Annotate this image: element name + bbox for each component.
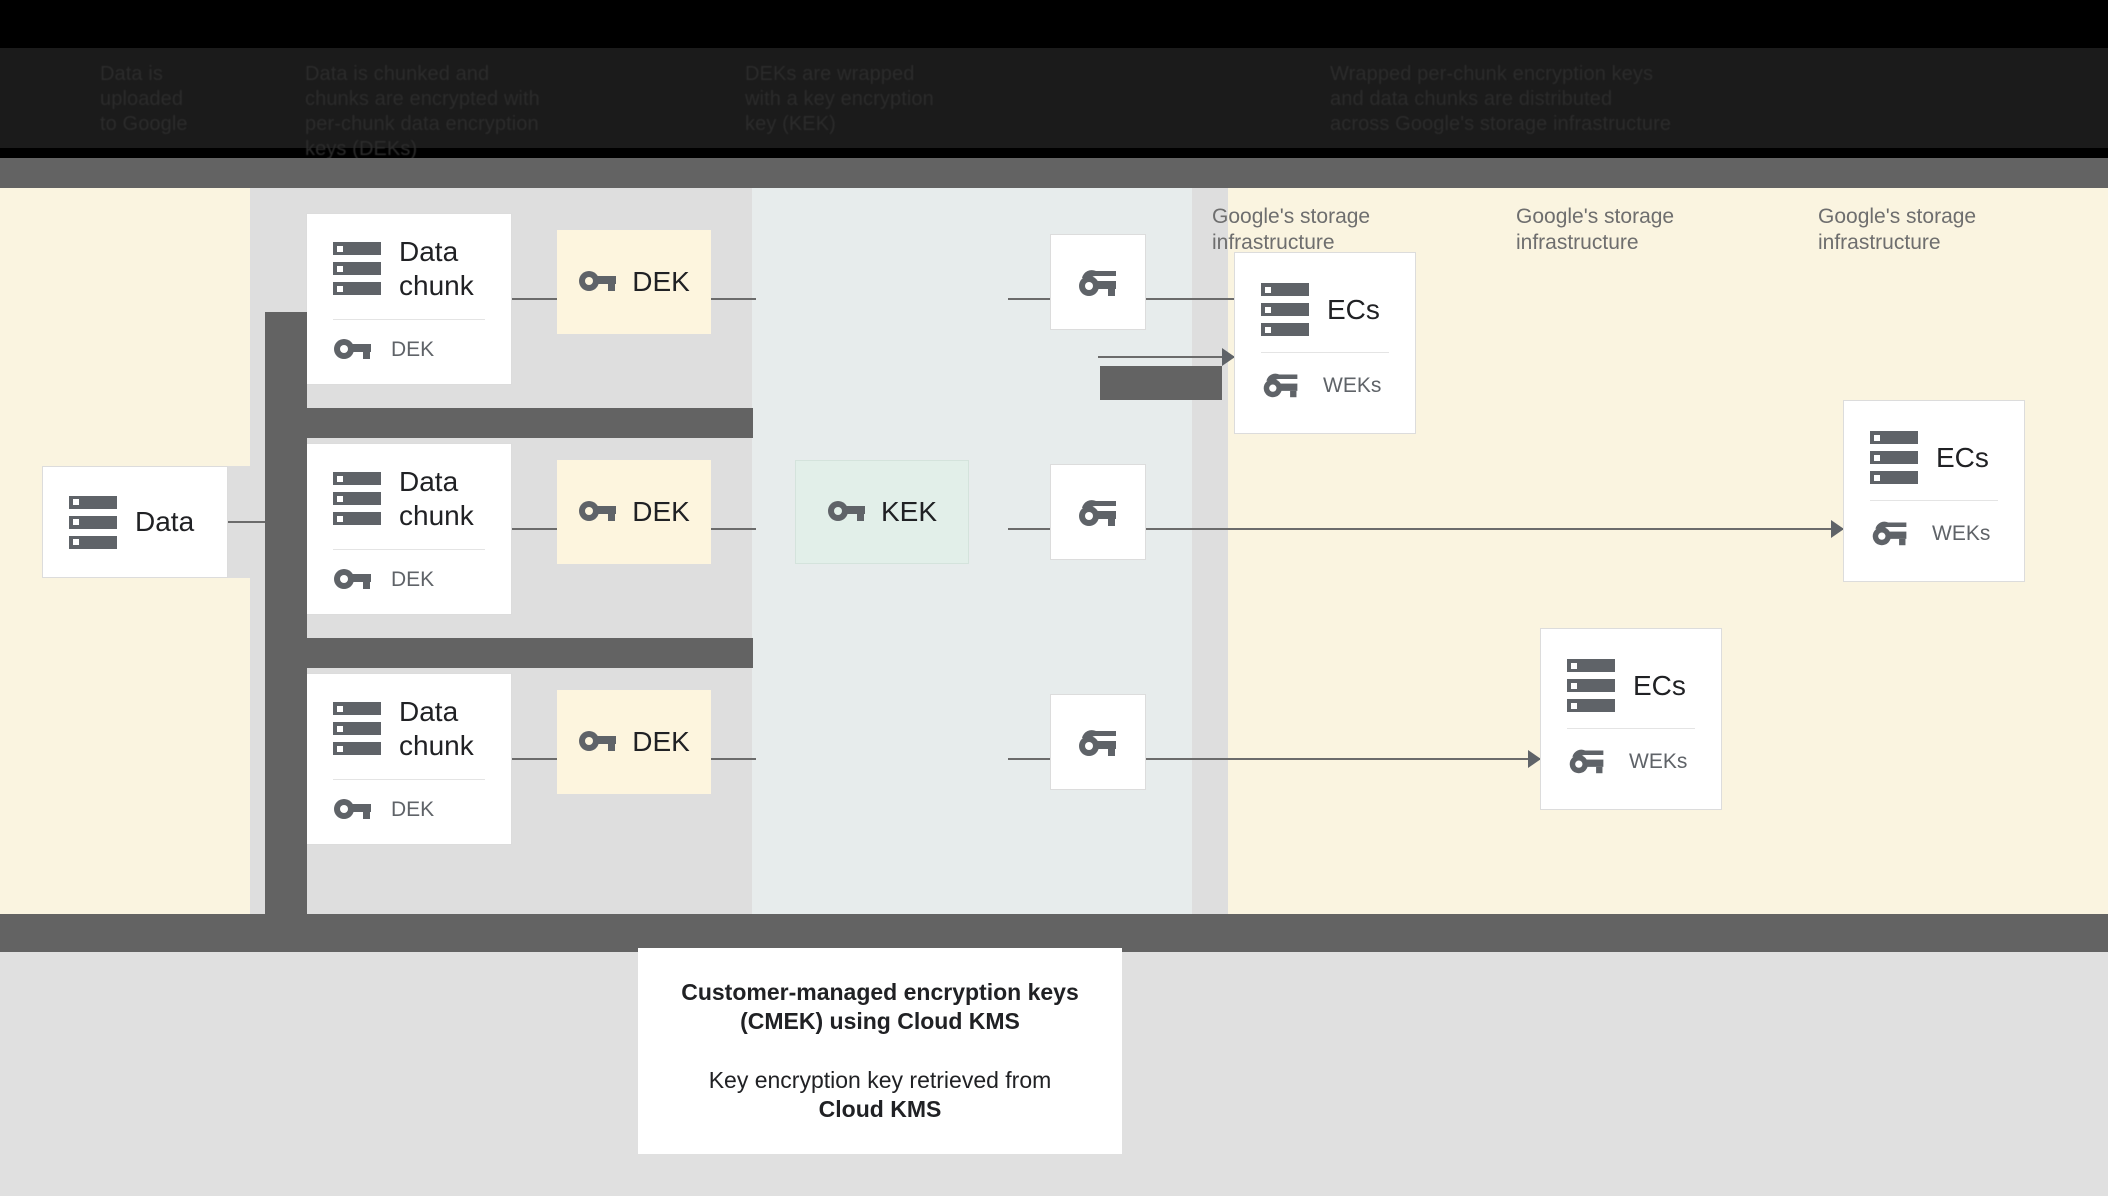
key-icon — [333, 796, 373, 824]
storage-label-1: Google's storage infrastructure — [1212, 205, 1371, 254]
wrapped-key-icon — [1567, 745, 1611, 779]
band-wrapped-keys — [1192, 178, 1228, 914]
divider — [1567, 728, 1695, 729]
key-icon — [827, 498, 867, 526]
divider — [1870, 500, 1998, 501]
node-kek[interactable]: KEK — [795, 460, 969, 564]
connector-dek1-out — [711, 298, 756, 300]
connector-wek1-ecs1-drop — [1098, 356, 1234, 358]
connector-chunk3-dek3 — [512, 758, 558, 760]
connector-wek2-ecs2 — [1146, 528, 1843, 530]
key-icon — [578, 498, 618, 526]
redaction-bar-arrow1 — [1100, 366, 1222, 400]
connector-to-wek1 — [1008, 298, 1052, 300]
wrapped-key-icon — [1076, 265, 1120, 299]
database-icon — [333, 472, 381, 525]
divider — [1261, 352, 1389, 353]
node-ecs-title: ECs — [1327, 293, 1380, 325]
node-chunk-title: Data chunk — [399, 465, 474, 531]
divider — [333, 778, 485, 780]
redaction-bar-vertical — [265, 312, 307, 914]
node-dek-1[interactable]: DEK — [557, 230, 711, 334]
connector-dek3-out — [711, 758, 756, 760]
connector-wek3-ecs3 — [1146, 758, 1540, 760]
wrapped-key-icon — [1870, 517, 1914, 551]
database-icon — [333, 242, 381, 295]
node-ecs-3[interactable]: ECs WEKs — [1540, 628, 1722, 810]
node-ecs-2[interactable]: ECs WEKs — [1843, 400, 2025, 582]
node-ecs-title: ECs — [1936, 441, 1989, 473]
node-ecs-title: ECs — [1633, 669, 1686, 701]
header-inner-strip: Data is uploaded to Google Data is chunk… — [0, 48, 2108, 158]
header-caption-4: Wrapped per-chunk encryption keys and da… — [1330, 63, 1672, 135]
node-wrapped-key-3[interactable] — [1050, 694, 1146, 790]
diagram-canvas: Google's storage infrastructure Google's… — [0, 178, 2108, 914]
key-icon — [333, 336, 373, 364]
node-dek-label: DEK — [632, 726, 690, 757]
connector-dek2-out — [711, 528, 756, 530]
node-wrapped-key-2[interactable] — [1050, 464, 1146, 560]
node-dek-label: DEK — [632, 266, 690, 297]
wrapped-key-icon — [1261, 369, 1305, 403]
node-chunk-key-label: DEK — [391, 567, 435, 591]
caption-title: Customer-managed encryption keys (CMEK) … — [681, 979, 1079, 1034]
node-data[interactable]: Data — [42, 466, 228, 578]
caption-card: Customer-managed encryption keys (CMEK) … — [638, 948, 1122, 1154]
database-icon — [333, 702, 381, 755]
node-data-chunk-3[interactable]: Data chunk DEK — [306, 673, 512, 845]
connector-wek1-ecs1-b — [1098, 298, 1234, 300]
database-icon — [1261, 283, 1309, 336]
node-kek-label: KEK — [880, 496, 938, 527]
key-icon — [333, 566, 373, 594]
node-chunk-title: Data chunk — [399, 235, 474, 301]
connector-kek-to-wek2 — [1008, 528, 1052, 530]
header-caption-2: Data is chunked and chunks are encrypted… — [305, 63, 540, 158]
node-ecs-key-label: WEKs — [1932, 522, 1991, 545]
header-caption-3: DEKs are wrapped with a key encryption k… — [745, 63, 934, 135]
node-chunk-key-label: DEK — [391, 797, 435, 821]
redaction-bar-row2 — [265, 638, 753, 668]
caption-subtitle-strong: Cloud KMS — [818, 1096, 942, 1122]
caption-subtitle-prefix: Key encryption key retrieved from — [708, 1067, 1052, 1093]
node-wrapped-key-1[interactable] — [1050, 234, 1146, 330]
connector-chunk1-dek1 — [512, 298, 558, 300]
divider — [333, 318, 485, 320]
bottom-separator-bar — [0, 914, 2108, 952]
divider — [333, 548, 485, 550]
connector-to-wek3 — [1008, 758, 1052, 760]
redaction-bar-header-edge — [0, 158, 2108, 178]
database-icon — [69, 495, 117, 549]
node-dek-3[interactable]: DEK — [557, 690, 711, 794]
database-icon — [1567, 659, 1615, 712]
key-icon — [578, 728, 618, 756]
node-ecs-1[interactable]: ECs WEKs — [1234, 252, 1416, 434]
database-icon — [1870, 431, 1918, 484]
connector-chunk2-dek2 — [512, 528, 558, 530]
header-band: Data is uploaded to Google Data is chunk… — [0, 0, 2108, 158]
node-data-chunk-1[interactable]: Data chunk DEK — [306, 213, 512, 385]
node-ecs-key-label: WEKs — [1323, 374, 1382, 397]
storage-label-3: Google's storage infrastructure — [1818, 205, 1977, 254]
storage-label-2: Google's storage infrastructure — [1516, 205, 1675, 254]
wrapped-key-icon — [1076, 495, 1120, 529]
redaction-bar-top — [0, 178, 2108, 188]
wrapped-key-icon — [1076, 725, 1120, 759]
node-chunk-title: Data chunk — [399, 695, 474, 761]
node-dek-2[interactable]: DEK — [557, 460, 711, 564]
node-ecs-key-label: WEKs — [1629, 750, 1688, 773]
node-dek-label: DEK — [632, 496, 690, 527]
node-data-chunk-2[interactable]: Data chunk DEK — [306, 443, 512, 615]
node-data-title: Data — [135, 506, 195, 537]
redaction-bar-row1 — [265, 408, 753, 438]
node-chunk-key-label: DEK — [391, 337, 435, 361]
header-caption-1: Data is uploaded to Google — [100, 63, 188, 135]
key-icon — [578, 268, 618, 296]
